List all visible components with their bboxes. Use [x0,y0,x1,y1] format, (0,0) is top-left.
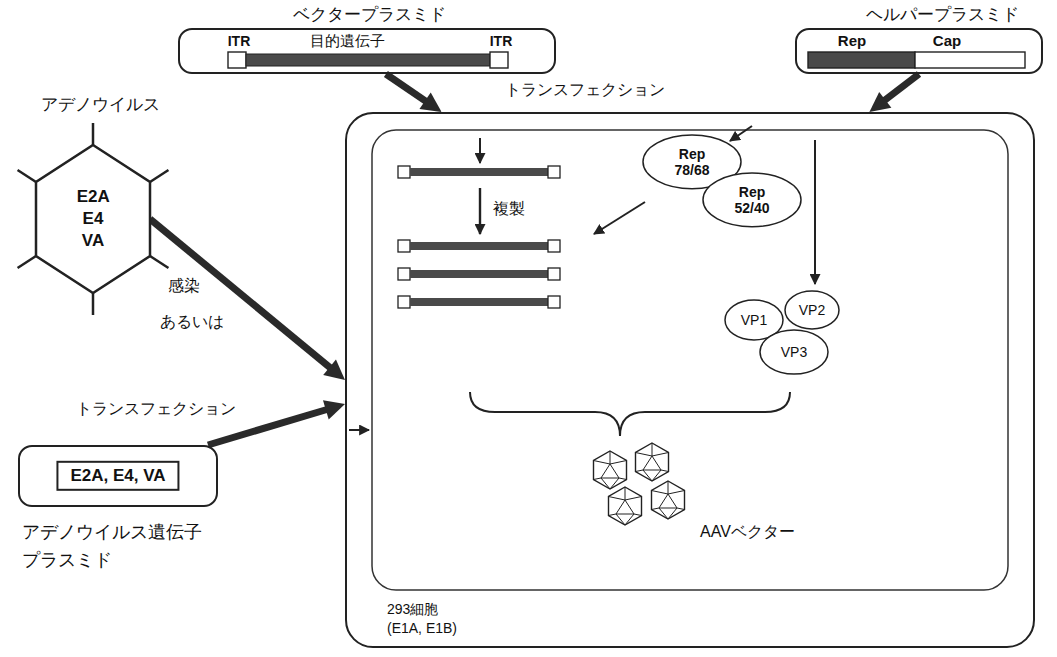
text-label: トランスフェクション [76,399,236,418]
gene-label: Cap [933,32,961,50]
aav-particle [594,451,627,489]
virus-spike [18,170,36,182]
thick-arrow [150,219,345,380]
itr-box [398,268,410,280]
dna-bar [410,298,548,306]
nucleus-outline [372,130,1008,590]
adenovirus-particle: アデノウイルスE2A E4 VA [36,145,150,293]
gene-bar [246,54,490,66]
aav-particle [636,443,669,481]
dna-bar [410,168,548,176]
virus-heading: アデノウイルス [41,95,160,115]
text-label: AAVベクター [700,522,795,541]
protein-label: VP3 [781,344,807,361]
dna-bar [410,270,548,278]
aav-particle [609,487,642,525]
gene-label: 目的遺伝子 [310,32,385,50]
protein-label: Rep 78/68 [674,146,709,178]
arrow-shaft [386,74,427,102]
protein-label: Rep 52/40 [734,184,769,216]
text-label: 感染 [168,276,200,295]
thick-arrow [869,74,919,112]
capsid-protein: VP2 [784,290,840,330]
itr-box [548,166,560,178]
replication-arrow [479,188,481,234]
gene-label: Rep [838,32,866,50]
gene-list: E2A E4 VA [77,186,109,252]
itr-box [398,166,410,178]
flow-arrow [349,429,369,431]
itr-box [548,240,560,252]
cell-label: 293細胞 (E1A, E1B) [387,600,471,638]
thick-arrow [386,74,442,112]
rep-bar [808,52,915,68]
helper-plasmid: ヘルパープラスミドRepCap [795,28,1043,74]
text-label: 複製 [493,199,525,218]
itr-label: ITR [228,33,251,50]
protein-ellipse: Rep 52/40 [702,172,802,228]
arrow-head [323,360,345,380]
aav-particle [652,481,685,519]
gene-box: E2A, E4, VA [56,461,179,491]
virus-spike [18,256,36,268]
arrow-head [869,92,891,112]
itr-box [398,240,410,252]
plasmid-heading: ヘルパープラスミド [866,5,1019,25]
cell-293: 293細胞 (E1A, E1B) Rep 78/68Rep 52/40VP1 VP2… [345,112,1035,648]
ellipse-shape [760,330,828,374]
itr-box [548,296,560,308]
adenovirus-gene-plasmid: E2A, E4, VAアデノウイルス遺伝子 プラスミド [18,445,218,507]
virus-spike [150,256,168,268]
arrow-shaft [884,74,919,101]
itr-box [490,52,508,68]
text-label: あるいは [160,312,224,331]
protein-label: VP1 [741,312,767,329]
itr-box [398,296,410,308]
assembly-brace [470,392,790,436]
flow-arrow [479,138,481,163]
text-label: トランスフェクション [505,80,665,99]
virus-spike [92,293,95,315]
arrow-shaft [150,219,331,369]
plasmid-heading: ベクタープラスミド [293,5,446,25]
itr-box [228,52,246,68]
cap-bar [915,52,1025,68]
dna-bar [410,242,548,250]
flow-arrow [730,126,752,141]
itr-label: ITR [490,33,513,50]
arrow-head [323,400,345,419]
itr-box [548,268,560,280]
ellipse-shape [703,173,801,227]
protein-label: VP2 [799,302,825,319]
ellipse-shape [785,291,839,329]
arrow-head [419,92,441,112]
flow-arrow [814,140,816,284]
virus-spike [92,123,95,145]
flow-arrow [594,202,645,234]
hexagon-shape [36,145,150,293]
plasmid-caption: アデノウイルス遺伝子 プラスミド [22,519,222,575]
capsid-protein: VP3 [759,329,829,375]
virus-spike [150,170,168,182]
vector-plasmid: ベクタープラスミドITR目的遺伝子ITR [178,28,556,74]
